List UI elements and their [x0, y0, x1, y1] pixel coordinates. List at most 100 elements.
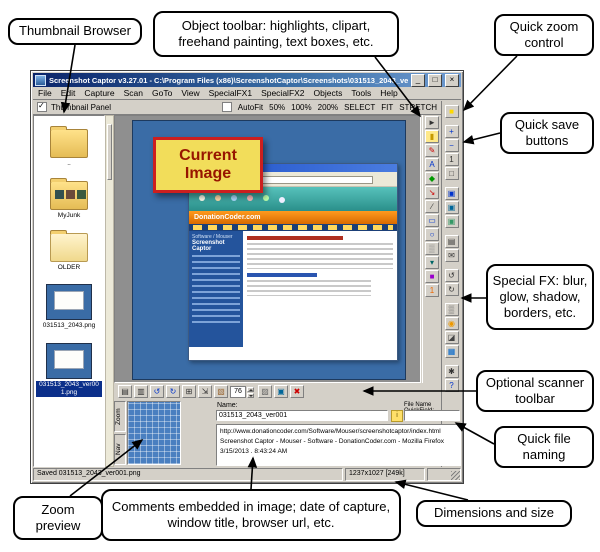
- scrollbar-thumb[interactable]: [107, 124, 112, 180]
- thumbnail-item[interactable]: 031513_2043_ver001.png: [36, 343, 102, 397]
- undo-icon[interactable]: ↺: [444, 269, 459, 282]
- thumbnail-label: ..: [67, 160, 71, 167]
- effects-icon[interactable]: ▨: [258, 385, 272, 399]
- save-icon[interactable]: ▣: [444, 187, 459, 200]
- arrow-tool-icon[interactable]: ↘: [425, 186, 439, 199]
- browser-page: DonationCoder.com Software / Mouser Scre…: [189, 187, 397, 360]
- ellipse-tool-icon[interactable]: ○: [425, 228, 439, 241]
- thumbnail-item[interactable]: MyJunk: [50, 177, 88, 220]
- thumbnail-panel-checkbox[interactable]: [37, 101, 47, 112]
- zoom-out-icon[interactable]: −: [444, 139, 459, 152]
- zoom-50-button[interactable]: 50%: [269, 102, 286, 112]
- stamp-tool-icon[interactable]: ■: [425, 270, 439, 283]
- menu-item-capture[interactable]: Capture: [84, 88, 115, 98]
- zoom-fit-button[interactable]: FIT: [381, 102, 394, 112]
- minimize-button[interactable]: _: [411, 73, 425, 87]
- zoom-in-icon[interactable]: +: [444, 125, 459, 138]
- menu-item-goto[interactable]: GoTo: [151, 88, 173, 98]
- zoom-select-button[interactable]: SELECT: [344, 102, 376, 112]
- save-as-icon[interactable]: ▣: [444, 201, 459, 214]
- autofit-checkbox[interactable]: [221, 102, 232, 112]
- zoom-100-button[interactable]: 100%: [291, 102, 312, 112]
- zoom-200-button[interactable]: 200%: [317, 102, 339, 112]
- select-tool-icon[interactable]: ►: [425, 116, 439, 129]
- name-input[interactable]: [216, 410, 388, 421]
- clipart-tool-icon[interactable]: ◆: [425, 172, 439, 185]
- thumbnail-item[interactable]: 031513_2043.png: [43, 284, 95, 330]
- top-toolbar: Thumbnail Panel AutoFit 50% 100% 200% SE…: [33, 100, 441, 115]
- rect-tool-icon[interactable]: ▭: [425, 214, 439, 227]
- preview-icon[interactable]: ▣: [274, 385, 288, 399]
- resize-grip-icon[interactable]: [451, 471, 460, 480]
- thumbnail-scrollbar[interactable]: [105, 115, 114, 467]
- spin-down-icon[interactable]: [247, 392, 254, 398]
- callout-zoom-preview: Zoom preview: [13, 496, 103, 540]
- comments-box[interactable]: http://www.donationcoder.com/Software/Mo…: [216, 424, 461, 466]
- menu-item-view[interactable]: View: [181, 88, 200, 98]
- delete-icon[interactable]: ✖: [290, 385, 304, 399]
- menu-item-edit[interactable]: Edit: [60, 88, 76, 98]
- zoom-stretch-button[interactable]: STRETCH: [399, 102, 437, 112]
- rotate-left-icon[interactable]: ↺: [150, 385, 164, 399]
- menu-item-tools[interactable]: Tools: [351, 88, 372, 98]
- comment-url: http://www.donationcoder.com/Software/Mo…: [220, 428, 441, 435]
- print-page-icon[interactable]: ▥: [134, 385, 148, 399]
- thumbnail-label: OLDER: [57, 263, 81, 271]
- help-icon[interactable]: ?: [444, 379, 459, 392]
- page-subheading-placeholder: [247, 273, 317, 277]
- thumbnail-item[interactable]: OLDER: [50, 229, 88, 272]
- color-palette-icon[interactable]: ■: [444, 105, 459, 118]
- quickfield-input[interactable]: [404, 410, 460, 421]
- fx-blur-icon[interactable]: ▒: [444, 303, 459, 316]
- close-button[interactable]: ×: [445, 73, 459, 87]
- counter-tool-icon[interactable]: 1: [425, 284, 439, 297]
- thumbnail-item[interactable]: ..: [50, 126, 88, 168]
- quality-value[interactable]: 76: [230, 386, 246, 398]
- colorpicker-tool-icon[interactable]: ▾: [425, 256, 439, 269]
- pen-tool-icon[interactable]: ✎: [425, 144, 439, 157]
- page-text-placeholder: [247, 280, 372, 296]
- zoom-preview-grid[interactable]: [127, 401, 181, 465]
- tab-nav[interactable]: Nav: [114, 434, 126, 465]
- page-heading-placeholder: [247, 236, 343, 240]
- settings-icon[interactable]: ✱: [444, 365, 459, 378]
- menu-item-scan[interactable]: Scan: [123, 88, 143, 98]
- fx-border-icon[interactable]: ▦: [444, 345, 459, 358]
- zoom-actual-icon[interactable]: 1: [444, 153, 459, 166]
- menu-item-file[interactable]: File: [38, 88, 52, 98]
- toolbar-gap: [442, 181, 461, 186]
- zoom-fit-icon[interactable]: □: [444, 167, 459, 180]
- toolbar-gap: [442, 263, 461, 268]
- tab-zoom[interactable]: Zoom: [114, 401, 126, 432]
- rotate-right-icon[interactable]: ↻: [166, 385, 180, 399]
- current-image-callout: Current Image: [153, 137, 263, 193]
- status-bar: Saved 031513_2043_ver001.png 1237x1027 […: [33, 468, 461, 481]
- fx-glow-icon[interactable]: ◉: [444, 317, 459, 330]
- menu-item-specialfx1[interactable]: SpecialFX1: [208, 88, 253, 98]
- email-icon[interactable]: ✉: [444, 249, 459, 262]
- fx-shadow-icon[interactable]: ◪: [444, 331, 459, 344]
- highlight-tool-icon[interactable]: ▮: [425, 130, 439, 143]
- scanner-toolbar: ▤▥↺↻⊞⇲▧: [117, 383, 229, 401]
- scanner-icon[interactable]: ▤: [118, 385, 132, 399]
- redo-icon[interactable]: ↻: [444, 283, 459, 296]
- screenshot-captor-window: Screenshot Captor v3.27.01 - C:\Program …: [30, 70, 464, 484]
- text-tool-icon[interactable]: A: [425, 158, 439, 171]
- menu-item-specialfx2[interactable]: SpecialFX2: [261, 88, 305, 98]
- comment-date: 3/15/2013 . 8:43:24 AM: [220, 447, 288, 455]
- print-icon[interactable]: ▤: [444, 235, 459, 248]
- save-copy-icon[interactable]: ▣: [444, 215, 459, 228]
- resize-icon[interactable]: ⇲: [198, 385, 212, 399]
- crop-icon[interactable]: ⊞: [182, 385, 196, 399]
- blur-tool-icon[interactable]: ▒: [425, 242, 439, 255]
- line-tool-icon[interactable]: ∕: [425, 200, 439, 213]
- menu-item-help[interactable]: Help: [380, 88, 398, 98]
- title-bar[interactable]: Screenshot Captor v3.27.01 - C:\Program …: [33, 73, 461, 87]
- spin-up-icon[interactable]: [247, 386, 254, 392]
- quality-spinner[interactable]: [247, 386, 254, 398]
- current-image[interactable]: DonationCoder.com Software / Mouser Scre…: [132, 120, 406, 380]
- maximize-button[interactable]: □: [428, 73, 442, 87]
- site-sidebar: Software / Mouser Screenshot Captor: [189, 231, 243, 347]
- palette-icon[interactable]: ▧: [214, 385, 228, 399]
- menu-item-objects[interactable]: Objects: [313, 88, 343, 98]
